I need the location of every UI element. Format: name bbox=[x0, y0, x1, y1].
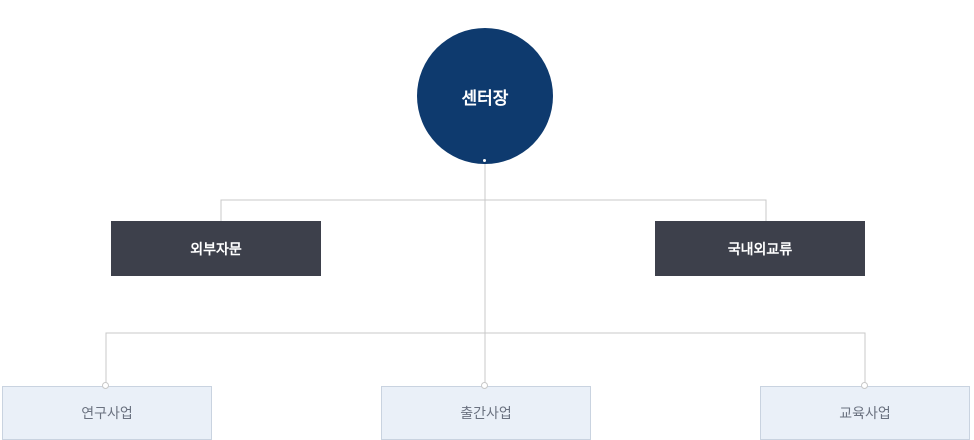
department-box-publishing: 출간사업 bbox=[381, 386, 591, 440]
department-connector-dot bbox=[481, 382, 488, 389]
advisory-branch-line bbox=[220, 199, 767, 221]
advisory-label: 국내외교류 bbox=[727, 241, 793, 258]
root-label: 센터장 bbox=[461, 88, 509, 109]
department-label: 연구사업 bbox=[81, 406, 133, 422]
advisory-box-external: 외부자문 bbox=[111, 221, 321, 276]
root-connector-dot bbox=[481, 157, 488, 164]
department-box-research: 연구사업 bbox=[2, 386, 212, 440]
department-label: 출간사업 bbox=[460, 406, 512, 422]
department-box-education: 교육사업 bbox=[760, 386, 970, 440]
advisory-label: 외부자문 bbox=[190, 241, 242, 258]
department-connector-dot bbox=[102, 382, 109, 389]
department-label: 교육사업 bbox=[839, 406, 891, 422]
root-node-director: 센터장 bbox=[417, 28, 553, 164]
department-branch-line bbox=[105, 332, 866, 386]
advisory-box-exchange: 국내외교류 bbox=[655, 221, 865, 276]
department-connector-dot bbox=[861, 382, 868, 389]
